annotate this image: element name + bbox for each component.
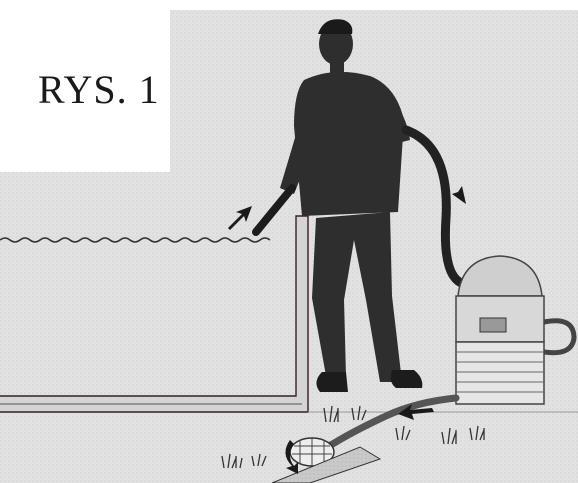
figure-caption: RYS. 1	[38, 66, 160, 113]
